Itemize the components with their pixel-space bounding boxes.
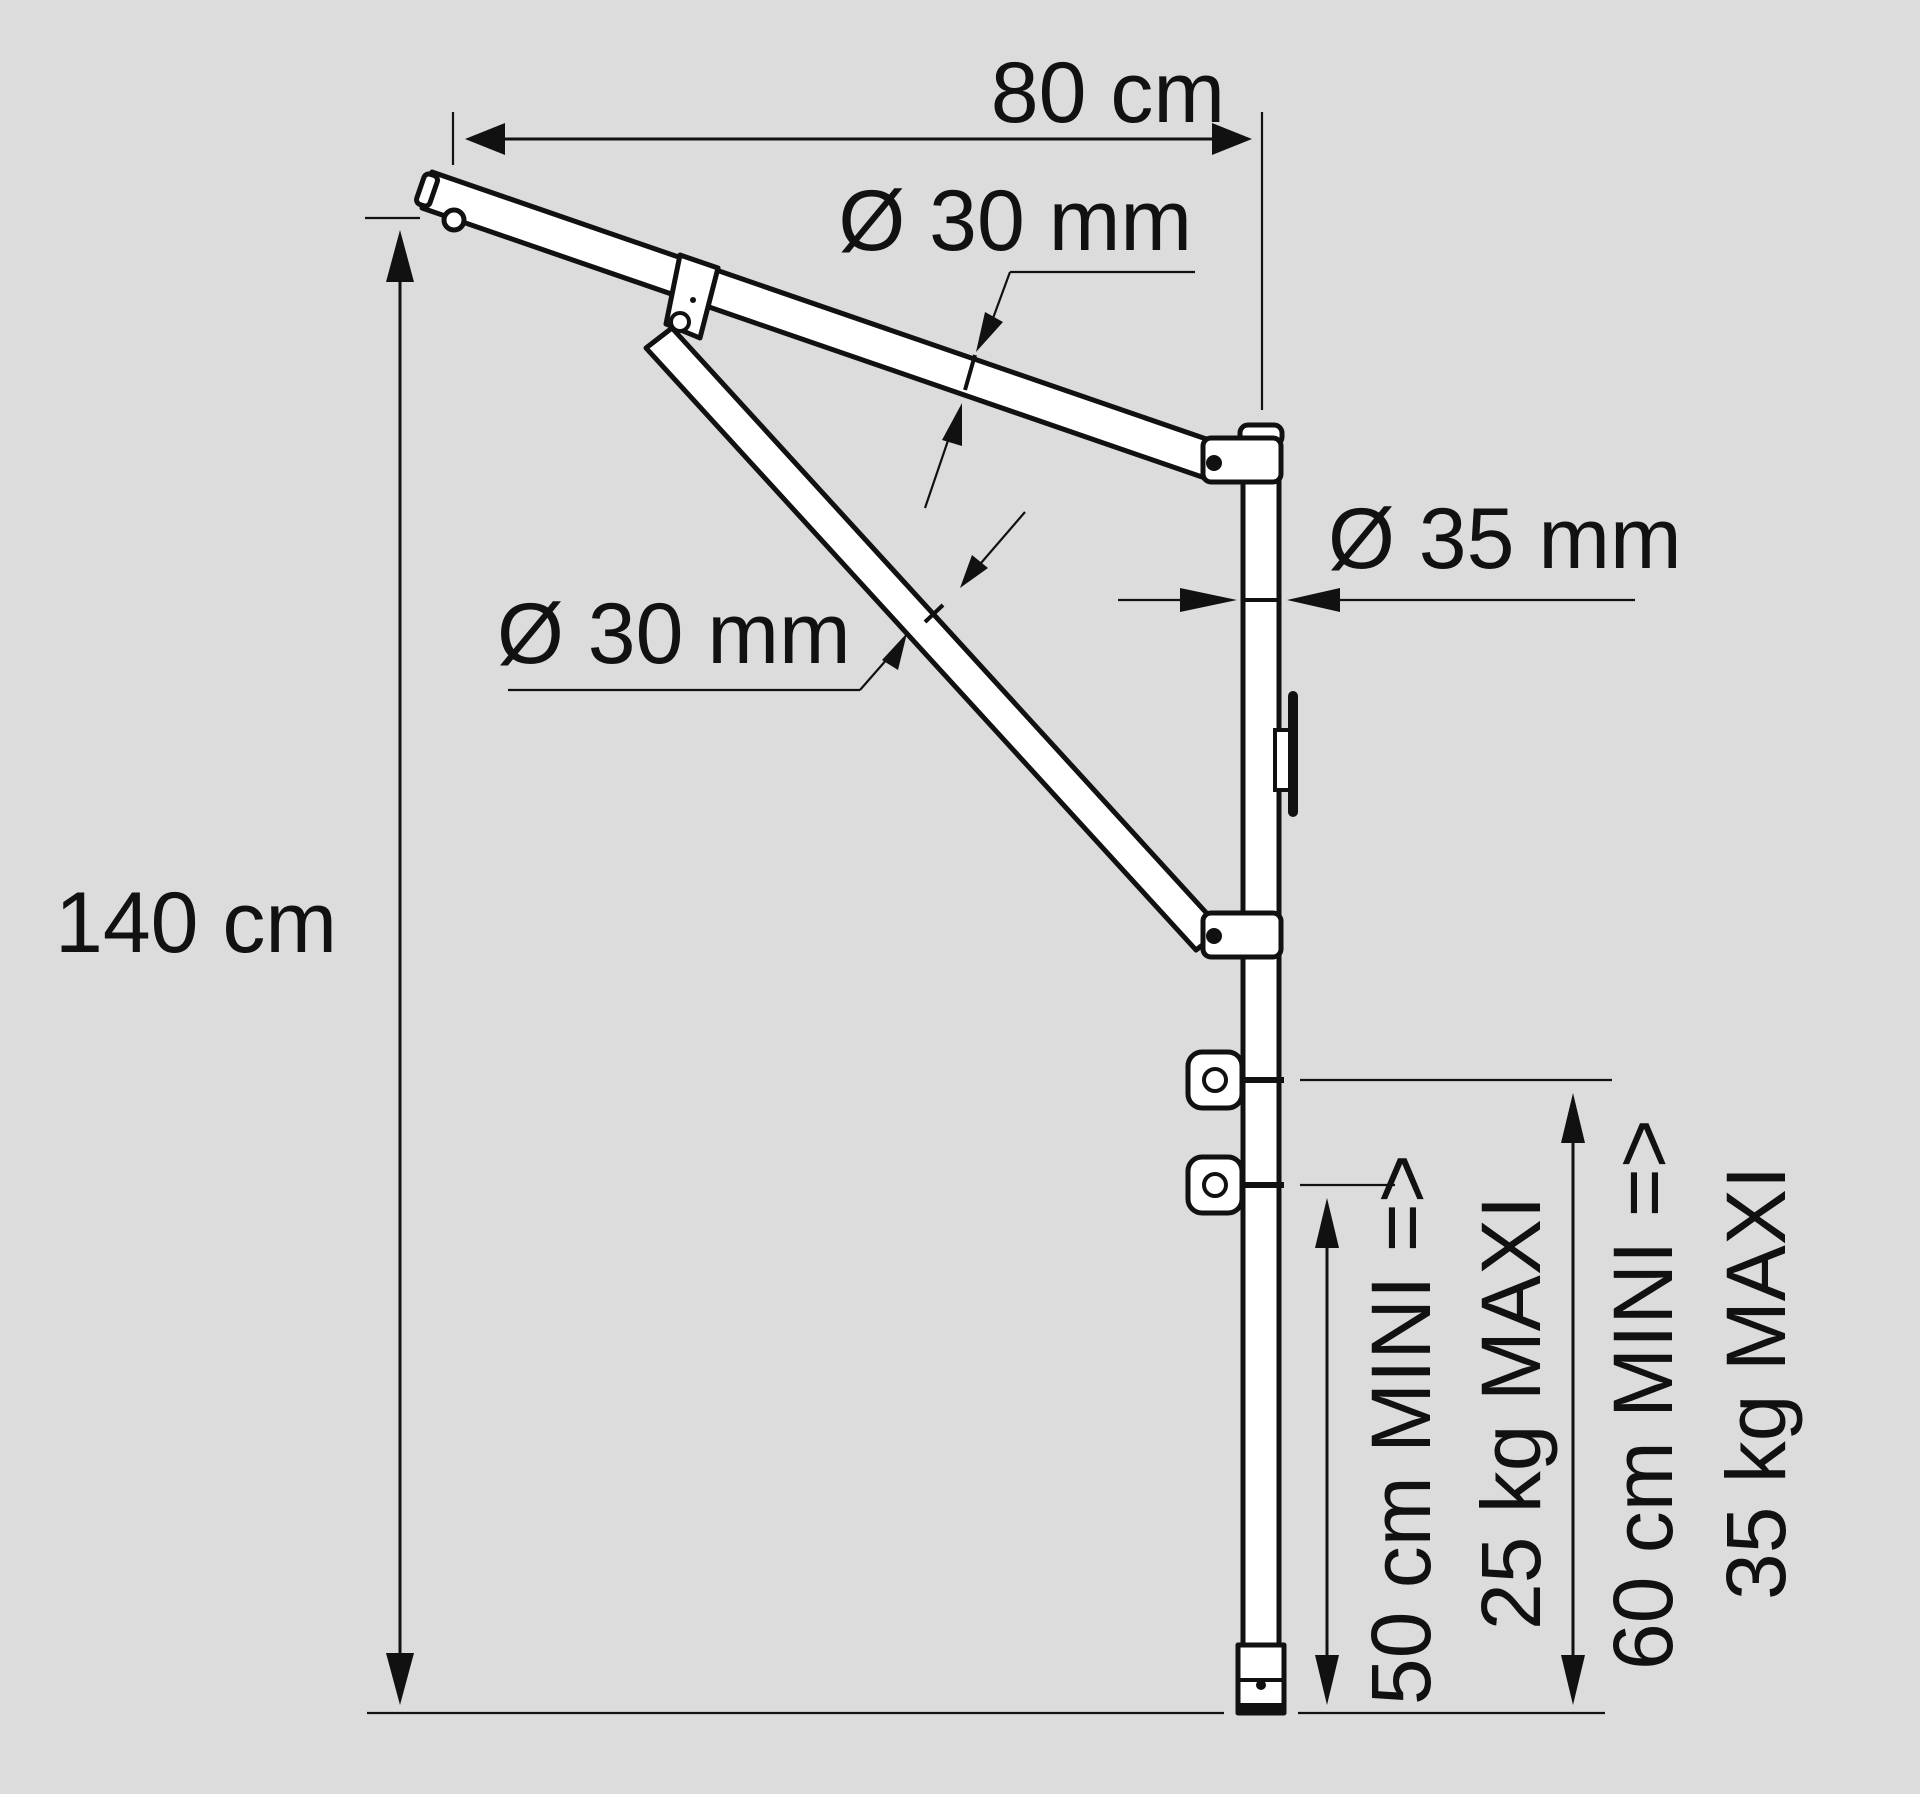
diagonal-brace bbox=[643, 325, 1284, 960]
mini-spec-line1: 50 cm MINI => bbox=[1354, 1154, 1448, 1705]
maxi-spec-line2: 35 kg MAXI bbox=[1709, 1166, 1803, 1600]
maxi-spec-line1: 60 cm MINI => bbox=[1596, 1119, 1690, 1670]
dimension-post-diameter: Ø 35 mm bbox=[1118, 491, 1682, 612]
dimension-brace-diameter: Ø 30 mm bbox=[497, 511, 1026, 692]
brace-diameter-label: Ø 30 mm bbox=[497, 586, 851, 682]
top-arm-diameter-label: Ø 30 mm bbox=[838, 173, 1192, 269]
total-height-label: 140 cm bbox=[55, 875, 337, 971]
dimension-top-arm-diameter: Ø 30 mm bbox=[838, 173, 1195, 509]
dimension-mini-spec: 50 cm MINI => 25 kg MAXI bbox=[1315, 1154, 1558, 1705]
dimension-maxi-spec: 60 cm MINI => 35 kg MAXI bbox=[1561, 1093, 1803, 1705]
dimension-arm-reach: 80 cm bbox=[451, 45, 1264, 410]
wall-mount-knob-lower bbox=[1185, 1154, 1284, 1216]
vertical-post bbox=[1235, 422, 1287, 1716]
wall-mount-knob-upper bbox=[1185, 1049, 1284, 1111]
cleat-hook bbox=[1273, 691, 1298, 817]
post-diameter-label: Ø 35 mm bbox=[1328, 491, 1682, 587]
arm-reach-label: 80 cm bbox=[991, 45, 1225, 141]
mini-spec-line2: 25 kg MAXI bbox=[1464, 1196, 1558, 1630]
top-arm bbox=[414, 169, 1284, 485]
dimension-total-height: 140 cm bbox=[55, 216, 1224, 1715]
dimension-mount-references bbox=[1298, 1078, 1612, 1715]
